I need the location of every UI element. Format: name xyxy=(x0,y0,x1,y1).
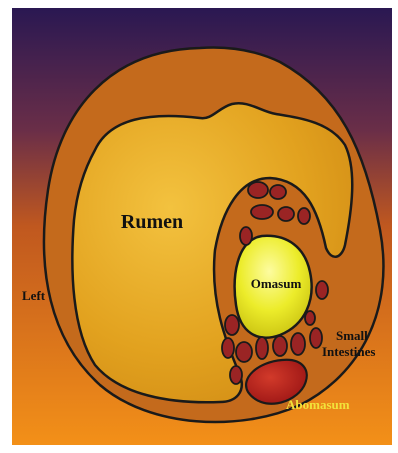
intestine-loop xyxy=(270,185,286,199)
intestine-loop xyxy=(248,182,268,198)
intestine-loop xyxy=(222,338,234,358)
intestine-loop xyxy=(298,208,310,224)
intestine-loop xyxy=(310,328,322,348)
intestine-loop xyxy=(278,207,294,221)
rumen-label: Rumen xyxy=(121,211,183,233)
intestine-loop xyxy=(256,337,268,359)
intestine-loop xyxy=(291,333,305,355)
abomasum-label: Abomasum xyxy=(286,397,350,412)
intestine-loop xyxy=(273,336,287,356)
small-intestines-label-line2: Intestines xyxy=(322,344,375,359)
intestine-loop xyxy=(230,366,242,384)
intestine-loop xyxy=(240,227,252,245)
omasum-label: Omasum xyxy=(251,276,302,291)
left-label: Left xyxy=(22,288,46,303)
intestine-loop xyxy=(316,281,328,299)
small-intestines-label-line1: Small xyxy=(336,328,368,343)
intestine-loop xyxy=(305,311,315,325)
intestine-loop xyxy=(236,342,252,362)
intestine-loop xyxy=(251,205,273,219)
intestine-loop xyxy=(225,315,239,335)
